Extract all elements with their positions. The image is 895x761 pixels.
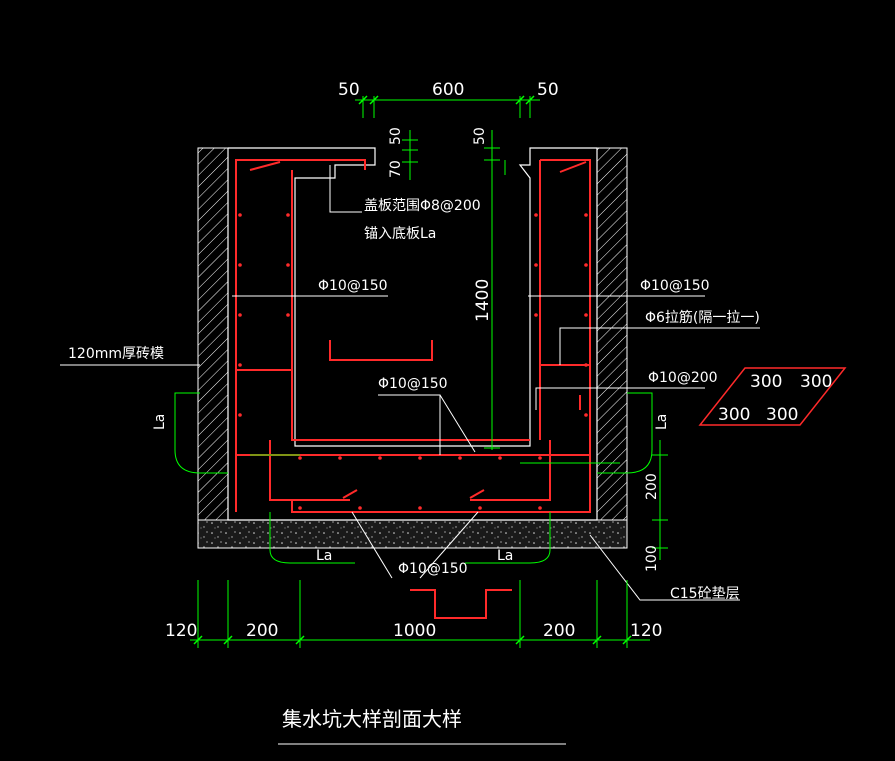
dim-bottom-4: 200 bbox=[543, 621, 575, 641]
anchor-bottom-right-label: La bbox=[497, 548, 513, 564]
wall-right-rebar-note: Φ10@150 bbox=[640, 278, 710, 294]
brick-mold-left bbox=[197, 147, 229, 521]
dim-right-vertical-2: 100 bbox=[644, 545, 660, 572]
rebar-dots bbox=[238, 213, 588, 510]
dim-bottom-3: 1000 bbox=[393, 621, 436, 641]
dim-top-right: 50 bbox=[537, 80, 559, 100]
plan-detail: 300 300 300 300 bbox=[698, 367, 847, 426]
cover-rebar-note: 盖板范围Φ8@200 bbox=[364, 197, 481, 214]
plan-detail-top-right: 300 bbox=[800, 372, 832, 392]
outlet-symbol bbox=[410, 589, 512, 619]
anchor-note: 锚入底板La bbox=[364, 226, 436, 242]
dim-inner-vertical: 50 bbox=[472, 127, 488, 145]
cushion-layer bbox=[197, 519, 628, 549]
dim-left-vertical-2: 70 bbox=[388, 160, 404, 178]
dim-bottom-5: 120 bbox=[630, 621, 662, 641]
dim-left-vertical-1: 50 bbox=[388, 127, 404, 145]
brick-mold-right bbox=[596, 147, 628, 521]
wall-left-rebar-note: Φ10@150 bbox=[318, 278, 388, 294]
dim-bottom-2: 200 bbox=[246, 621, 278, 641]
anchor-bottom-left-label: La bbox=[316, 548, 332, 564]
dimension-lines bbox=[174, 96, 668, 648]
bottom-right-rebar-note: Φ10@200 bbox=[648, 370, 718, 386]
dim-depth: 1400 bbox=[473, 279, 493, 322]
dimension-ticks bbox=[193, 95, 632, 645]
dim-right-vertical-1: 200 bbox=[644, 473, 660, 500]
tie-bar-note: Φ6拉筋(隔一拉一) bbox=[645, 309, 760, 326]
bottom-outer-rebar-note: Φ10@150 bbox=[398, 561, 468, 577]
anchor-left-label: La bbox=[152, 414, 168, 430]
dim-bottom-1: 120 bbox=[165, 621, 197, 641]
plan-detail-bottom-left: 300 bbox=[718, 405, 750, 425]
plan-detail-top-left: 300 bbox=[750, 372, 782, 392]
dim-top-middle: 600 bbox=[432, 80, 464, 100]
brick-mold-note: 120mm厚砖模 bbox=[68, 346, 164, 362]
cushion-note: C15砼垫层 bbox=[670, 586, 740, 602]
rebar-cage bbox=[235, 159, 591, 513]
dim-top-left: 50 bbox=[338, 80, 360, 100]
leader-lines bbox=[60, 165, 760, 601]
pit-outline bbox=[227, 147, 598, 521]
drawing-title: 集水坑大样剖面大样 bbox=[282, 707, 462, 731]
plan-detail-bottom-right: 300 bbox=[766, 405, 798, 425]
anchor-right-label: La bbox=[654, 414, 670, 430]
bottom-inner-rebar-note: Φ10@150 bbox=[378, 376, 448, 392]
